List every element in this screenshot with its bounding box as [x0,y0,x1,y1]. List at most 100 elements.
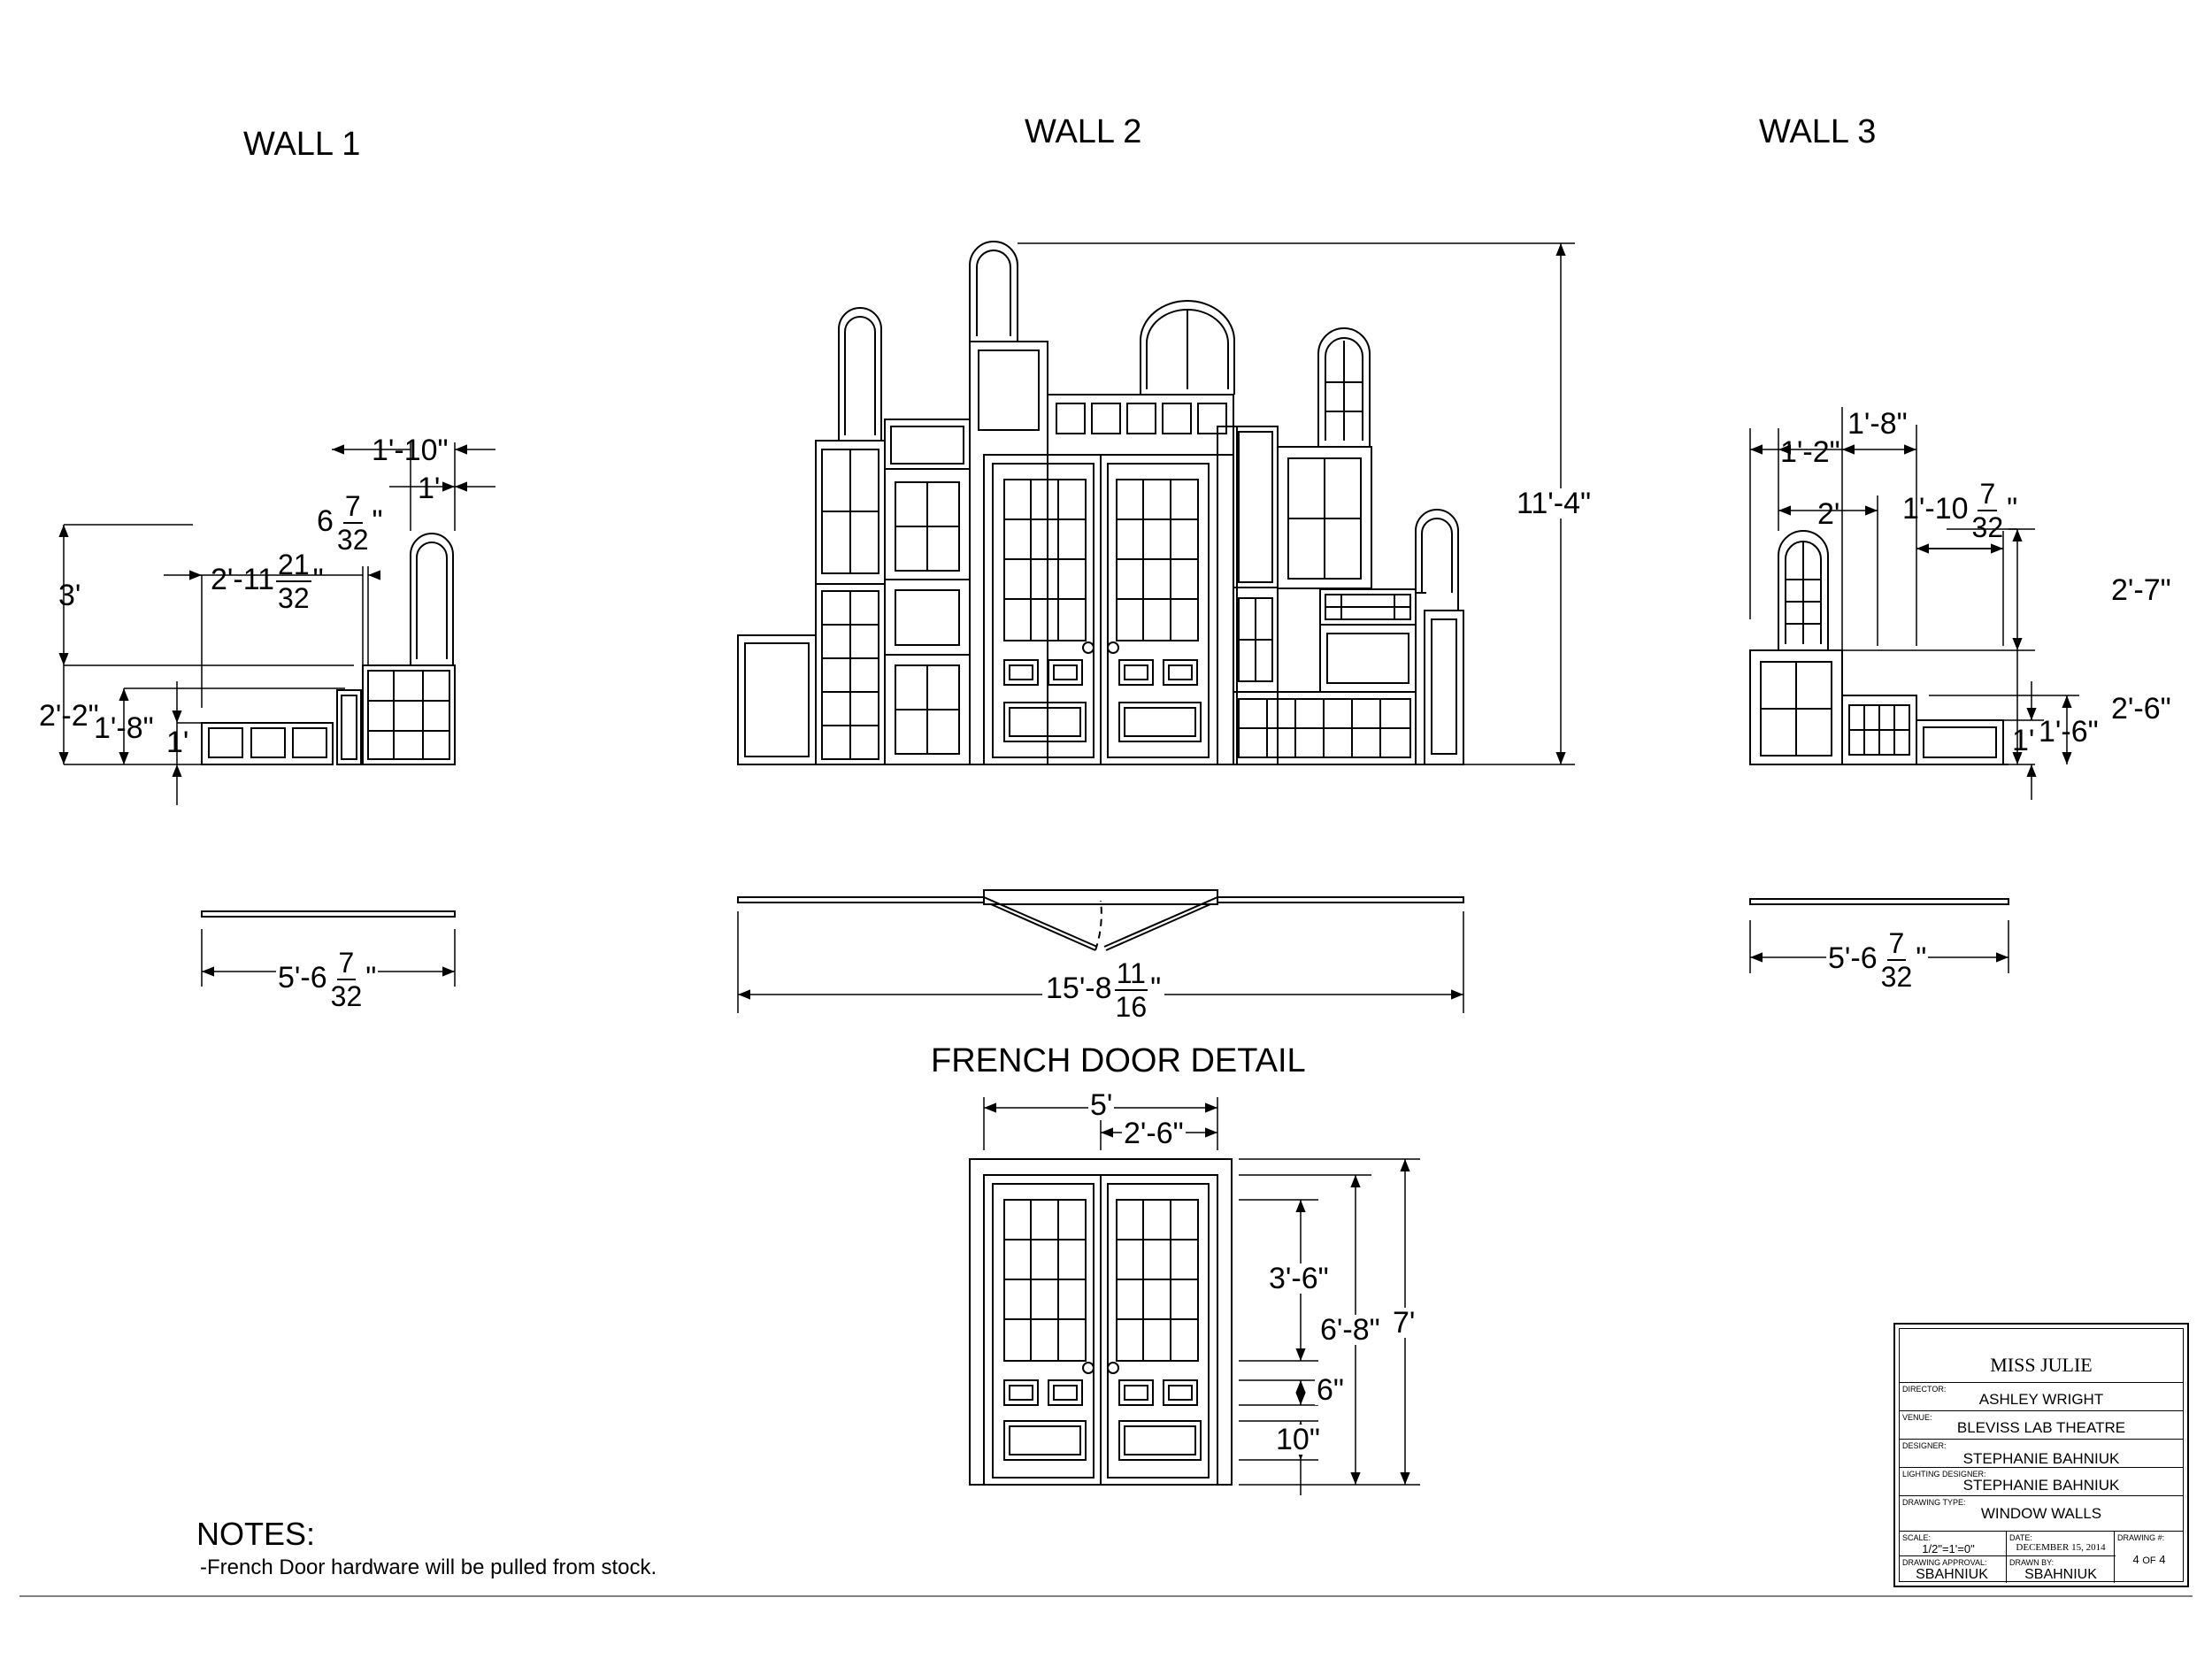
wall-1-dim-height-upper: 3' [58,579,81,612]
title-block-lighting-row: LIGHTING DESIGNER: STEPHANIE BAHNIUK [1900,1467,2183,1496]
drawing-no-caption: DRAWING #: [2117,1533,2165,1542]
french-door-dim-small-panel: 6" [1315,1373,1346,1407]
drawing-type-caption: DRAWING TYPE: [1902,1498,1966,1507]
designer-caption: DESIGNER: [1902,1441,1947,1450]
scale-value: 1/2"=1'=0" [1922,1542,1975,1555]
wall-1-dim-mid-whole: 2'-11 [211,562,275,596]
wall-1-dim-height-1: 1' [166,726,189,759]
wall-3-dim-height-lower: 2'-6" [2111,692,2171,726]
wall-1-dim-width-den: 32 [330,980,363,1012]
french-door-detail [969,1158,1233,1486]
wall-1-dim-one-ft: 1' [418,472,441,505]
lighting-value: STEPHANIE BAHNIUK [1962,1477,2120,1494]
wall-3-dim-width-num: 7 [1886,927,1907,961]
title-block: MISS JULIE DIRECTOR: ASHLEY WRIGHT VENUE… [1893,1323,2189,1587]
director-value: ASHLEY WRIGHT [1978,1391,2104,1408]
wall-3-title: WALL 3 [1759,113,1877,150]
date-caption: DATE: [2009,1533,2032,1542]
wall-2-dim-width-whole: 15'-8 [1046,971,1112,1005]
french-door-dim-half-width: 2'-6" [1122,1117,1186,1150]
wall-3-dim-height-1: 1' [2012,724,2035,757]
wall-3-dim-width-unit: " [1916,941,1927,975]
wall-3-dim-width-whole: 5'-6 [1828,941,1878,975]
title-block-venue-row: VENUE: BLEVISS LAB THEATRE [1900,1410,2183,1440]
title-block-scale-row: SCALE: 1/2"=1'=0" DATE: DECEMBER 15, 201… [1900,1531,2183,1583]
wall-3-dim-width-den: 32 [1880,961,1913,993]
wall-1-dim-width-whole: 5'-6 [278,960,327,995]
wall-3-plan [1749,898,2009,905]
wall-2-dim-width-unit: " [1150,971,1162,1005]
wall-3-dim-top-1-2: 1'-2" [1780,435,1840,469]
drawing-number: 4 OF 4 [2115,1553,2184,1566]
wall-3-dimensions [1749,407,2079,973]
french-door-dim-door-height: 6'-8" [1318,1313,1382,1347]
wall-2-elevation [737,241,1464,765]
title-block-frame: MISS JULIE DIRECTOR: ASHLEY WRIGHT VENUE… [1899,1328,2184,1583]
french-door-dim-width: 5' [1088,1088,1115,1122]
wall-1-dim-height-lower: 2'-2" [39,699,99,733]
wall-1-title: WALL 1 [243,126,361,163]
wall-1-dim-mid-den: 32 [278,582,310,614]
wall-2-dim-width-den: 16 [1115,991,1148,1023]
wall-1-dim-small-den: 32 [336,524,369,556]
wall-1-dim-width-num: 7 [336,947,357,980]
wall-1-dim-mid-num: 21 [276,549,311,582]
sheet-number: 4 [2132,1553,2139,1566]
date-value: DECEMBER 15, 2014 [2016,1542,2106,1553]
wall-1-dim-height-1-8: 1'-8" [94,711,154,745]
wall-3-dim-height-1-6: 1'-6" [2039,715,2099,749]
wall-3-elevation [1749,530,2008,765]
drawn-by-caption: DRAWN BY: [2009,1558,2055,1567]
wall-3-dim-mid-num: 7 [1978,478,1998,511]
drawing-type-value: WINDOW WALLS [1980,1505,2102,1522]
show-title: MISS JULIE [1990,1354,2093,1376]
notes-text: -French Door hardware will be pulled fro… [200,1555,657,1579]
title-block-drawing-type-row: DRAWING TYPE: WINDOW WALLS [1900,1495,2183,1525]
wall-3-dim-mid-whole: 1'-10 [1902,491,1969,526]
wall-2-plan [737,889,1464,951]
wall-2-title: WALL 2 [1025,113,1142,150]
french-door-dim-lower-panel: 10" [1274,1423,1322,1456]
venue-value: BLEVISS LAB THEATRE [1956,1419,2126,1436]
drawn-by-value: SBAHNIUK [2024,1567,2097,1582]
of-label: OF [2142,1555,2156,1566]
wall-1-dimensions [58,442,495,987]
title-block-approval-row: DRAWING APPROVAL: SBAHNIUK DRAWN BY: SBA… [1900,1555,2116,1583]
wall-1-dim-small-whole: 6 [317,503,334,538]
venue-caption: VENUE: [1902,1413,1932,1422]
designer-value: STEPHANIE BAHNIUK [1962,1450,2120,1467]
wall-1-dim-top-offset: 1'-10" [372,434,449,467]
approval-caption: DRAWING APPROVAL: [1902,1558,1987,1567]
wall-3-dim-height-upper: 2'-7" [2111,573,2171,607]
title-block-designer-row: DESIGNER: STEPHANIE BAHNIUK [1900,1439,2183,1468]
notes-heading: NOTES: [196,1516,316,1552]
wall-1-dim-small-num: 7 [342,490,363,524]
wall-3-dim-two-ft: 2' [1817,497,1840,531]
french-door-title: FRENCH DOOR DETAIL [931,1042,1306,1079]
french-door-dim-overall-height: 7' [1391,1306,1417,1340]
director-caption: DIRECTOR: [1902,1385,1947,1394]
french-door-dim-glass-height: 3'-6" [1267,1262,1331,1295]
wall-1-dim-small-unit: " [372,503,383,538]
lighting-caption: LIGHTING DESIGNER: [1902,1470,1986,1479]
wall-1-elevation [201,533,456,765]
wall-1-plan [201,910,456,918]
wall-3-dim-top-1-8: 1'-8" [1847,407,1908,441]
approval-value: SBAHNIUK [1916,1567,1988,1582]
wall-1-dim-width-unit: " [365,960,377,995]
total-sheets: 4 [2159,1553,2166,1566]
wall-2-dim-width-num: 11 [1114,957,1148,991]
wall-3-dim-mid-unit: " [2007,491,2018,526]
wall-3-dim-mid-den: 32 [1971,511,2004,543]
wall-2-dim-height: 11'-4" [1515,487,1594,520]
scale-caption: SCALE: [1902,1533,1932,1542]
title-block-director-row: DIRECTOR: ASHLEY WRIGHT [1900,1382,2183,1411]
french-door-dimensions [983,1097,1420,1495]
